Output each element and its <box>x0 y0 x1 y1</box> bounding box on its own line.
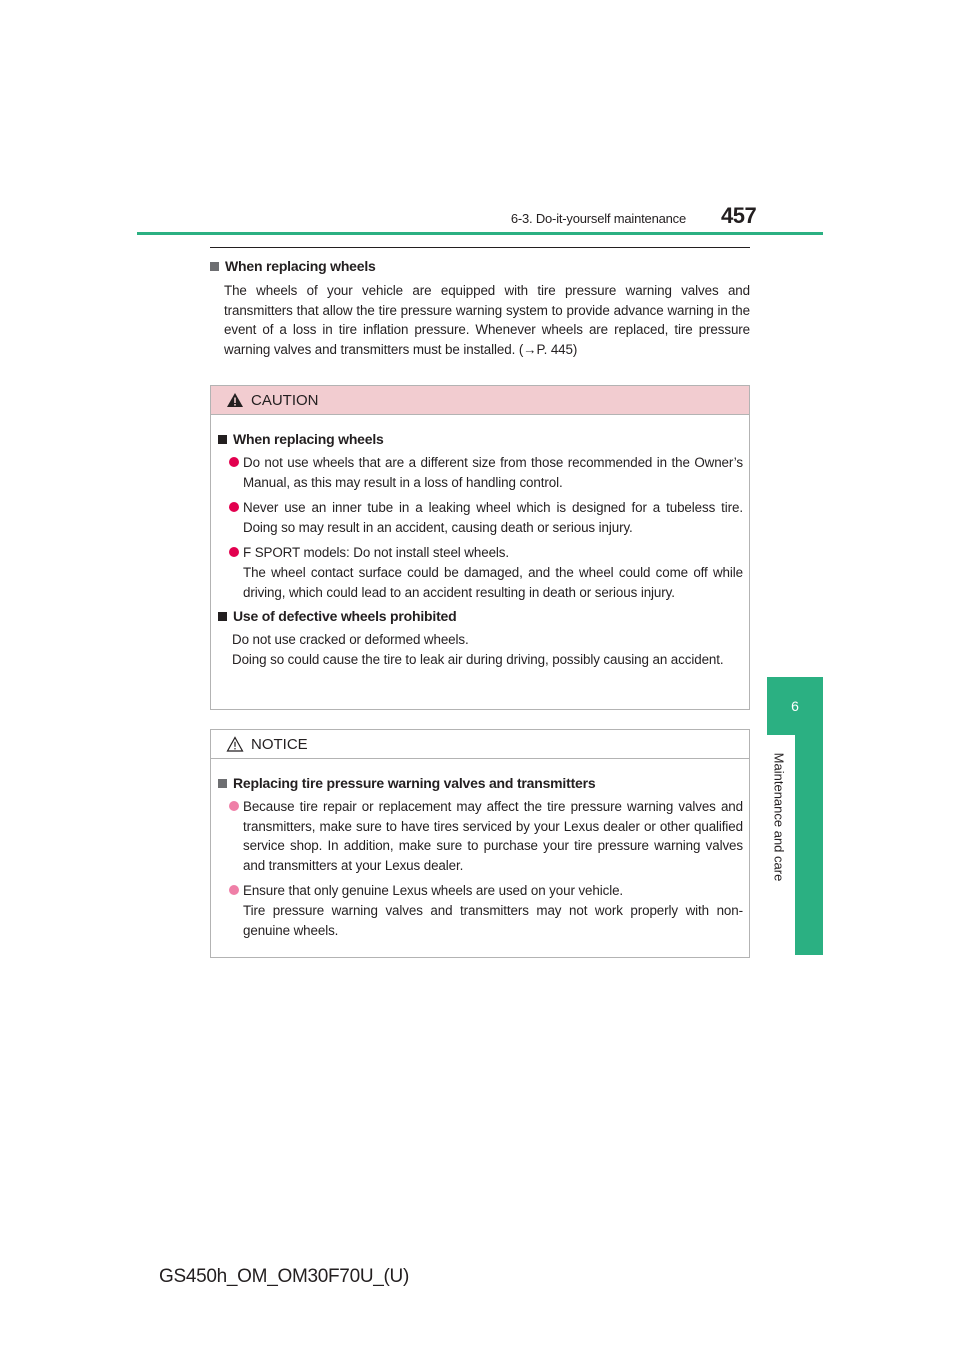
caution-text-line: Do not use cracked or deformed wheels. <box>232 632 469 648</box>
bullet-dot-icon <box>229 457 239 467</box>
wheel-replacement-section: When replacing wheels The wheels of your… <box>210 258 750 359</box>
content-rule <box>210 247 750 248</box>
notice-bullet-line: Tire pressure warning valves and transmi… <box>243 902 743 938</box>
notice-bullet-text: Because tire repair or replacement may a… <box>243 799 743 873</box>
caution-text-line: Doing so could cause the tire to leak ai… <box>232 651 724 667</box>
notice-heading-text: Replacing tire pressure warning valves a… <box>233 775 596 791</box>
bullet-dot-icon <box>229 502 239 513</box>
notice-header: NOTICE <box>211 730 749 759</box>
footer-model-code: GS450h_OM_OM30F70U_(U) <box>159 1266 410 1287</box>
caution-bullet: F SPORT models: Do not install steel whe… <box>229 543 743 602</box>
square-bullet-icon <box>218 778 227 788</box>
bullet-dot-icon <box>229 885 239 896</box>
notice-bullet: Because tire repair or replacement may a… <box>229 797 743 875</box>
caution-heading-replacing: When replacing wheels <box>218 431 743 447</box>
notice-heading: Replacing tire pressure warning valves a… <box>218 775 743 791</box>
caution-heading-defective: Use of defective wheels prohibited <box>218 608 743 624</box>
section-heading-text: When replacing wheels <box>225 258 376 274</box>
warning-triangle-icon <box>227 393 243 407</box>
caution-defective-text: Do not use cracked or deformed wheels. D… <box>232 630 743 669</box>
notice-bullet-text: Ensure that only genuine Lexus wheels ar… <box>243 881 743 940</box>
bullet-dot-icon <box>229 801 239 811</box>
header-rule <box>137 232 823 235</box>
notice-body: Replacing tire pressure warning valves a… <box>211 759 749 940</box>
caution-bullet-text: Never use an inner tube in a leaking whe… <box>243 500 743 535</box>
notice-bullet-line: Ensure that only genuine Lexus wheels ar… <box>243 883 624 899</box>
running-header-section: 6-3. Do-it-yourself maintenance <box>510 211 686 226</box>
caution-bullet: Do not use wheels that are a different s… <box>229 453 743 492</box>
caution-body: When replacing wheels Do not use wheels … <box>211 415 749 669</box>
square-bullet-icon <box>218 611 227 621</box>
caution-bullet-line: F SPORT models: Do not install steel whe… <box>243 545 510 561</box>
notice-box: NOTICE Replacing tire pressure warning v… <box>210 729 750 958</box>
section-body: The wheels of your vehicle are equipped … <box>224 283 750 357</box>
square-bullet-icon <box>210 261 219 271</box>
chapter-title: Maintenance and care <box>771 752 787 882</box>
caution-bullet-text: F SPORT models: Do not install steel whe… <box>243 543 743 602</box>
caution-bullet-text: Do not use wheels that are a different s… <box>243 455 743 490</box>
page-number: 457 <box>721 203 757 228</box>
caution-title: CAUTION <box>251 391 319 409</box>
chapter-label: Maintenance and care <box>767 745 791 890</box>
caution-header: CAUTION <box>211 386 749 415</box>
square-bullet-icon <box>218 434 227 444</box>
caution-bullet-line: The wheel contact surface could be damag… <box>243 564 743 600</box>
notice-bullet: Ensure that only genuine Lexus wheels ar… <box>229 881 743 940</box>
notice-title: NOTICE <box>251 735 308 753</box>
caution-box: CAUTION When replacing wheels Do not use… <box>210 385 750 710</box>
section-heading: When replacing wheels <box>210 258 750 274</box>
chapter-tab: 6 <box>767 677 823 735</box>
caution-bullet: Never use an inner tube in a leaking whe… <box>229 498 743 537</box>
chapter-number: 6 <box>791 698 799 714</box>
caution-heading-text: When replacing wheels <box>233 431 384 447</box>
notice-triangle-icon <box>226 736 244 752</box>
caution-heading-text: Use of defective wheels prohibited <box>233 608 457 625</box>
bullet-dot-icon <box>229 547 239 558</box>
chapter-side-bar <box>795 735 823 955</box>
